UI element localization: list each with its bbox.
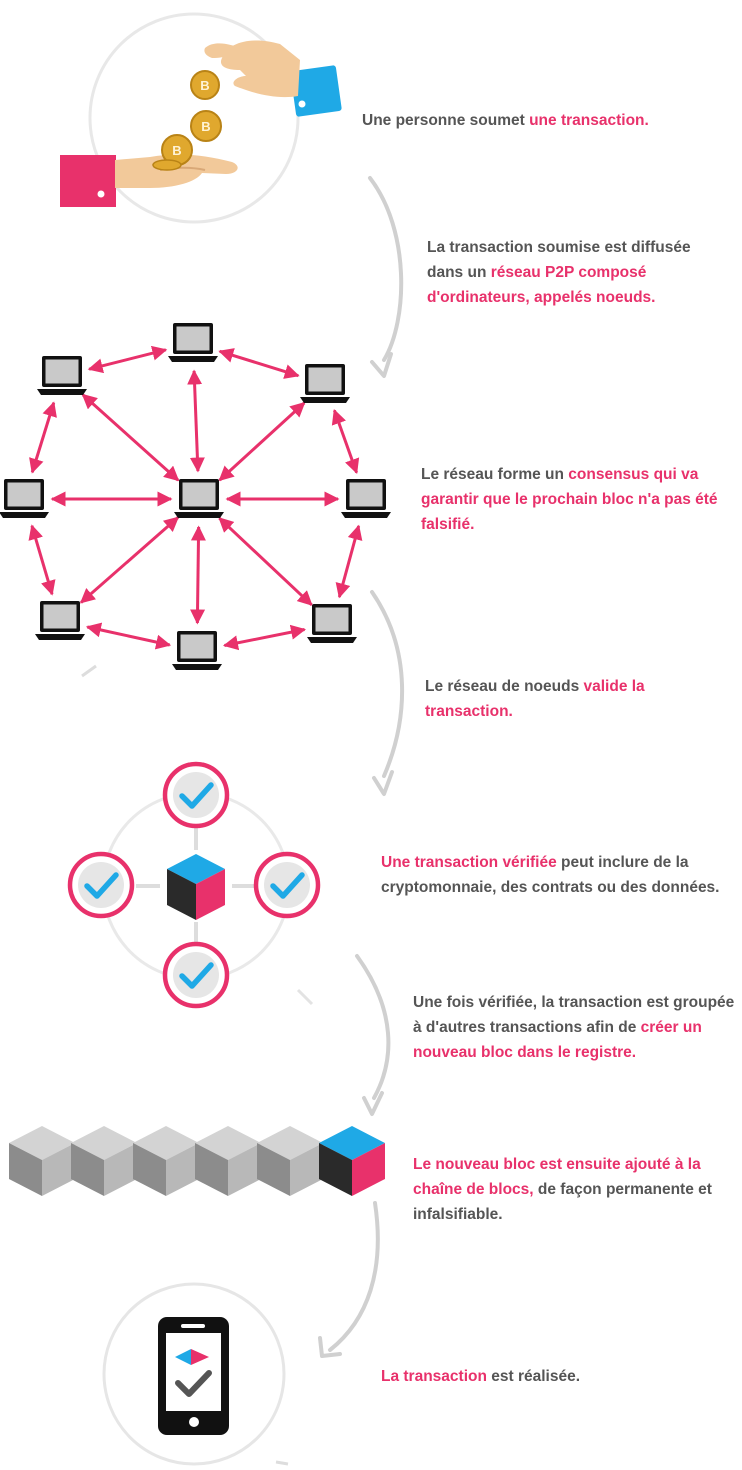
bidirectional-arrow (218, 517, 313, 606)
step-text-plain: peut inclure de la cryptomonnaie, des co… (381, 854, 720, 896)
step-submit-text: Une personne soumet une transaction. (362, 108, 722, 133)
step-text-plain: Une fois vérifiée, la transaction est gr… (413, 994, 735, 1036)
laptop-node-icon (341, 479, 391, 518)
bidirectional-arrow (335, 524, 363, 599)
bitcoin-coin-icon (152, 159, 182, 171)
block-chain (9, 1126, 385, 1196)
receiving-hand-icon (60, 154, 238, 207)
check-circle-icon (165, 944, 227, 1006)
p2p-network (0, 323, 391, 678)
bidirectional-arrow (222, 624, 307, 651)
step-text-plain: est réalisée. (486, 1368, 581, 1385)
step-verified-text: Une transaction vérifiée peut inclure de… (381, 850, 736, 900)
smartphone-icon (158, 1317, 229, 1435)
block-cube-icon (167, 854, 225, 920)
step-text-plain: La transaction soumise est diffusée dans… (427, 239, 691, 281)
bidirectional-arrow (187, 369, 205, 473)
step-validate-text: Le réseau de noeuds valide la transactio… (425, 674, 695, 724)
step-text-highlight: La transaction (381, 1368, 487, 1385)
phone-circle (102, 1282, 286, 1466)
bidirectional-arrow (85, 622, 172, 650)
step-text-plain: de façon permanente et infalsifiable. (413, 1181, 712, 1223)
step-broadcast-text: La transaction soumise est diffusée dans… (427, 235, 722, 310)
bidirectional-arrow (331, 408, 360, 475)
step-text-plain: Le réseau de noeuds (425, 678, 584, 695)
step-chain-text: Le nouveau bloc est ensuite ajouté à la … (413, 1152, 738, 1227)
step-consensus-text: Le réseau forme un consensus qui va gara… (421, 462, 726, 537)
verification-cluster (70, 764, 318, 1006)
laptop-node-icon (307, 604, 357, 643)
curved-arrow-icon (370, 590, 405, 778)
check-circle-icon (165, 764, 227, 826)
laptop-node-icon (174, 479, 224, 518)
check-circle-icon (256, 854, 318, 916)
step-done-text: La transaction est réalisée. (381, 1364, 721, 1389)
curved-arrow-icon-head (372, 770, 394, 796)
laptop-node-icon (300, 364, 350, 403)
laptop-node-icon (172, 631, 222, 670)
hands-coins-illustration: B B B (60, 12, 342, 224)
bidirectional-arrow (87, 345, 168, 374)
step-grouped-text: Une fois vérifiée, la transaction est gr… (413, 990, 738, 1065)
step1-circle (88, 12, 300, 224)
bitcoin-coin-icon: B (190, 70, 220, 100)
step-text-highlight: consensus qui va garantir que le prochai… (421, 466, 718, 533)
step-text-highlight: une transaction. (529, 112, 649, 129)
step-text-plain: Une personne soumet (362, 112, 530, 129)
curved-arrow-icon (355, 954, 391, 1100)
step-text-highlight: Une transaction vérifiée (381, 854, 557, 871)
laptop-node-icon (168, 323, 218, 362)
chain-block (195, 1126, 261, 1196)
bidirectional-arrow (81, 393, 180, 482)
step-text-highlight: créer un nouveau bloc dans le registre. (413, 1019, 702, 1061)
bidirectional-arrow (79, 516, 180, 604)
laptop-node-icon (0, 479, 49, 518)
giving-hand-icon (204, 40, 342, 117)
coin-symbol: B (200, 78, 209, 93)
completed-phone-illustration (102, 1282, 289, 1466)
bidirectional-arrow (190, 525, 206, 625)
bidirectional-arrow (218, 401, 306, 482)
step-text-highlight: réseau P2P composé d'ordinateurs, appelé… (427, 264, 656, 306)
chain-block (257, 1126, 323, 1196)
curved-arrow-icon (368, 176, 404, 362)
step-text-highlight: Le nouveau bloc est ensuite ajouté à la … (413, 1156, 701, 1198)
chain-block (133, 1126, 199, 1196)
step-text-highlight: valide la transaction. (425, 678, 645, 720)
bidirectional-arrow (29, 401, 57, 474)
step-text-plain: Le réseau forme un (421, 466, 569, 483)
check-circle-icon (70, 854, 132, 916)
bidirectional-arrow (218, 348, 300, 379)
laptop-node-icon (35, 601, 85, 640)
curved-arrow-icon-head (362, 1091, 384, 1116)
curved-arrow-icon-head (370, 352, 393, 378)
chain-block (9, 1126, 75, 1196)
curved-arrow-icon (328, 1201, 380, 1352)
network-arrows (28, 345, 363, 651)
bitcoin-coin-icon: B (190, 110, 222, 142)
laptop-node-icon (37, 356, 87, 395)
chain-block (71, 1126, 137, 1196)
new-block-cube-icon (319, 1126, 385, 1196)
curved-arrow-icon-head (318, 1336, 342, 1358)
bidirectional-arrow (28, 524, 56, 596)
coin-symbol: B (201, 119, 210, 134)
coin-symbol: B (172, 143, 181, 158)
